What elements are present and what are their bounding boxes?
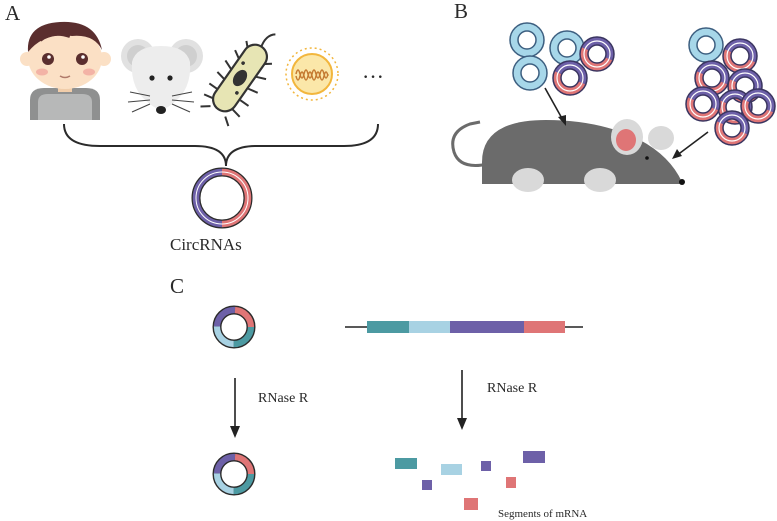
circrna-after-treatment [217,457,251,491]
panel-a-label: A [5,1,21,25]
panel-a: A [5,1,384,254]
panel-c-label: C [170,274,184,298]
mixed-circrna-group-right [690,32,771,141]
circrna-ring [191,167,253,229]
panel-b-label: B [454,0,468,23]
human-icon [20,21,111,120]
circrna-before-treatment [217,310,251,344]
mouse-tail [451,120,489,167]
mrna-fragments-caption: Segments of mRNA [498,508,587,520]
mouse-body [482,119,685,192]
mrna-fragments [395,451,545,510]
injection-arrow-right [675,131,709,157]
rnase-r-label-left: RNase R [258,391,309,406]
treatment-arrow-right [457,370,467,430]
linear-mrna [345,321,583,333]
panel-c: C RNase R RNase R [170,274,587,520]
rnase-r-label-right: RNase R [487,381,538,396]
bacterium-icon [200,33,276,127]
panel-b: B [451,0,771,192]
mouse-icon [121,39,203,114]
more-organisms-ellipsis: ··· [362,64,384,89]
blue-circrna-group [514,27,580,86]
mixed-circrna-group-left [557,41,610,91]
circrna-label: CircRNAs [170,235,242,254]
virus-icon [285,47,339,101]
treatment-arrow-left [230,378,240,438]
grouping-brace [63,123,379,167]
